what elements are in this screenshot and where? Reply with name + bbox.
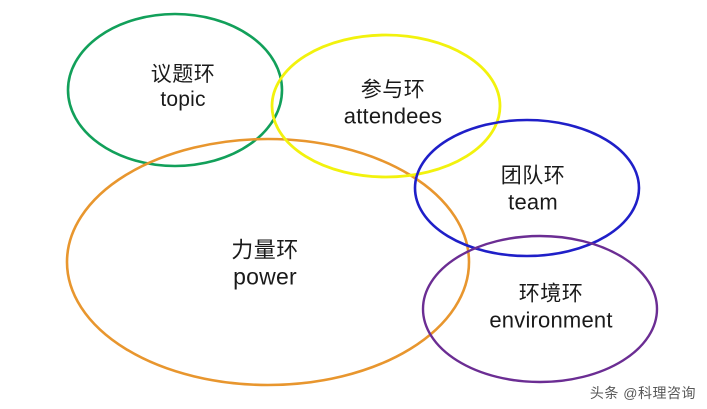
ring-label-environment: 环境环 environment: [489, 283, 612, 334]
ring-label-topic: 议题环 topic: [151, 63, 216, 113]
ring-team[interactable]: [413, 118, 641, 258]
ring-label-environment-cn: 环境环: [518, 282, 584, 306]
watermark: 头条 @科理咨询: [589, 385, 696, 401]
ring-label-attendees-en: attendees: [343, 103, 443, 129]
ring-label-topic-cn: 议题环: [150, 63, 216, 87]
ring-environment[interactable]: [421, 234, 659, 384]
ring-label-power: 力量环 power: [231, 237, 299, 290]
ring-power[interactable]: [65, 137, 471, 387]
ring-topic[interactable]: [66, 12, 284, 168]
ring-label-power-en: power: [233, 263, 297, 290]
ring-label-attendees-cn: 参与环: [360, 78, 426, 102]
ring-label-team-en: team: [508, 189, 558, 215]
ring-label-attendees: 参与环 attendees: [344, 79, 442, 130]
ring-label-environment-en: environment: [489, 307, 613, 333]
ring-label-power-cn: 力量环: [231, 237, 299, 263]
ring-label-team: 团队环 team: [501, 165, 566, 216]
ring-label-team-cn: 团队环: [500, 164, 566, 188]
ring-attendees[interactable]: [270, 33, 502, 179]
ring-label-topic-en: topic: [160, 88, 206, 111]
